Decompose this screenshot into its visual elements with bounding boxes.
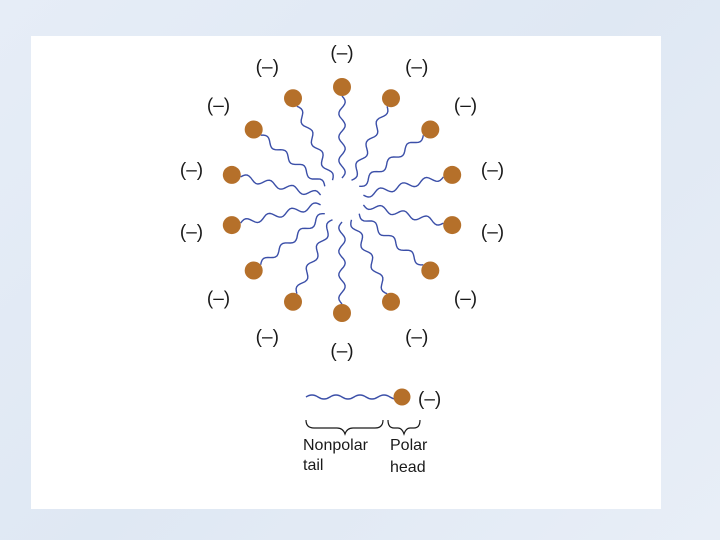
molecule-tail [260, 134, 326, 187]
molecule-tail [362, 204, 444, 226]
charge-label: (–) [454, 96, 477, 117]
molecule-head [244, 261, 263, 280]
molecule-head [284, 292, 302, 311]
molecule-tail [240, 202, 321, 224]
molecule-tail [350, 219, 388, 295]
molecule-head [443, 216, 462, 235]
molecule-tail [295, 219, 333, 294]
molecule-head [284, 89, 302, 108]
charge-label: (–) [330, 341, 353, 362]
charge-label: (–) [180, 160, 203, 181]
molecule-tail [359, 135, 424, 187]
molecule-tail [351, 106, 389, 181]
charge-label: (–) [454, 288, 477, 309]
charge-label: (–) [256, 57, 279, 78]
head-brace [387, 419, 421, 436]
tail-label-line2: tail [303, 457, 323, 474]
molecule-head [244, 120, 263, 139]
molecule-head [333, 304, 351, 322]
molecule-head [222, 165, 241, 184]
charge-label: (–) [207, 288, 230, 309]
tail-label-line1: Nonpolar [303, 437, 369, 454]
charge-label: (–) [481, 222, 504, 243]
charge-label: (–) [330, 43, 353, 64]
figure-panel [31, 36, 661, 509]
charge-label: (–) [207, 96, 230, 117]
charge-label: (–) [405, 327, 428, 348]
charge-label: (–) [405, 57, 428, 78]
molecule-head [222, 216, 241, 235]
molecule-tail [358, 213, 424, 266]
head-label-line2: head [390, 459, 426, 476]
molecule-head [421, 261, 440, 280]
molecule-head [443, 165, 462, 184]
molecule-tail [260, 213, 325, 265]
molecule-head [382, 89, 400, 108]
charge-label: (–) [481, 160, 504, 181]
molecule-tail [240, 174, 322, 196]
legend-charge-label: (–) [418, 389, 441, 410]
molecule-tail [338, 95, 346, 179]
legend-tail [305, 394, 403, 400]
micelle: (–) (–) (–) (–) (–) (–) (–) (–) (–) (–) (–) (–) (–) (… [180, 43, 504, 362]
head-label-line1: Polar [390, 437, 428, 454]
molecule-tail [363, 176, 444, 198]
tail-brace [305, 419, 384, 436]
charge-label: (–) [256, 327, 279, 348]
legend: (–) Nonpolar tail Polar head [303, 388, 441, 476]
legend-head [393, 388, 411, 406]
molecule-head [421, 120, 440, 139]
molecule-tail [338, 221, 346, 305]
charge-label: (–) [180, 222, 203, 243]
molecule-head [382, 292, 400, 311]
molecule-tail [296, 105, 334, 181]
molecule-head [333, 78, 351, 96]
